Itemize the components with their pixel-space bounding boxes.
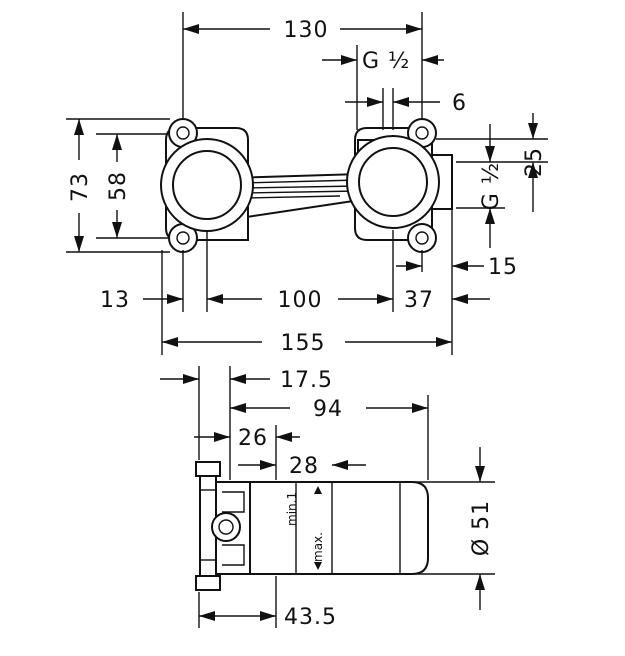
dim-155: 155 — [162, 331, 452, 356]
dim-155-label: 155 — [281, 331, 326, 356]
dim-73: 73 — [68, 119, 93, 252]
dim-15-label: 15 — [488, 255, 518, 280]
dim-25-label: 25 — [522, 147, 547, 177]
left-body — [160, 118, 254, 253]
dim-94-label: 94 — [313, 397, 343, 422]
front-view — [66, 12, 548, 355]
cylinder-body — [249, 481, 429, 575]
dim-43-5: 43.5 — [199, 605, 337, 630]
dim-26-label: 26 — [238, 426, 268, 451]
dim-130-label: 130 — [284, 18, 329, 43]
dim-17-5: 17.5 — [160, 368, 333, 393]
dim-73-label: 73 — [68, 172, 93, 202]
min-mark-label: min.1 — [285, 492, 299, 526]
dim-43-5-label: 43.5 — [284, 605, 337, 630]
dim-g-half-top-label: G ½ — [362, 49, 410, 74]
dim-g-half-right-label: G ½ — [479, 162, 504, 210]
dim-28: 28 — [238, 454, 366, 479]
dim-58-label: 58 — [106, 171, 131, 201]
dim-94: 94 — [230, 397, 428, 422]
dim-6-label: 6 — [452, 91, 467, 116]
dim-15: 15 — [396, 255, 518, 280]
side-view: min.1 max. — [195, 366, 495, 628]
dim-g-half-top: G ½ — [322, 49, 444, 74]
dim-58: 58 — [106, 134, 131, 238]
dim-13: 13 — [100, 288, 183, 313]
dim-13-label: 13 — [100, 288, 130, 313]
right-body — [346, 118, 453, 253]
dim-130: 130 — [183, 18, 422, 43]
dim-6: 6 — [345, 91, 467, 116]
dim-diameter-51-label: Ø 51 — [469, 500, 494, 556]
max-mark-label: max. — [311, 532, 325, 562]
dim-17-5-label: 17.5 — [280, 368, 333, 393]
dim-diameter-51: Ø 51 — [469, 447, 494, 610]
dim-100-label: 100 — [278, 288, 323, 313]
dim-37: 37 — [404, 288, 490, 313]
dim-25: 25 — [522, 113, 547, 212]
dim-26: 26 — [194, 426, 300, 451]
dim-g-half-right: G ½ — [479, 124, 504, 248]
dim-37-label: 37 — [404, 288, 434, 313]
dim-28-label: 28 — [289, 454, 319, 479]
dim-100: 100 — [207, 288, 393, 313]
